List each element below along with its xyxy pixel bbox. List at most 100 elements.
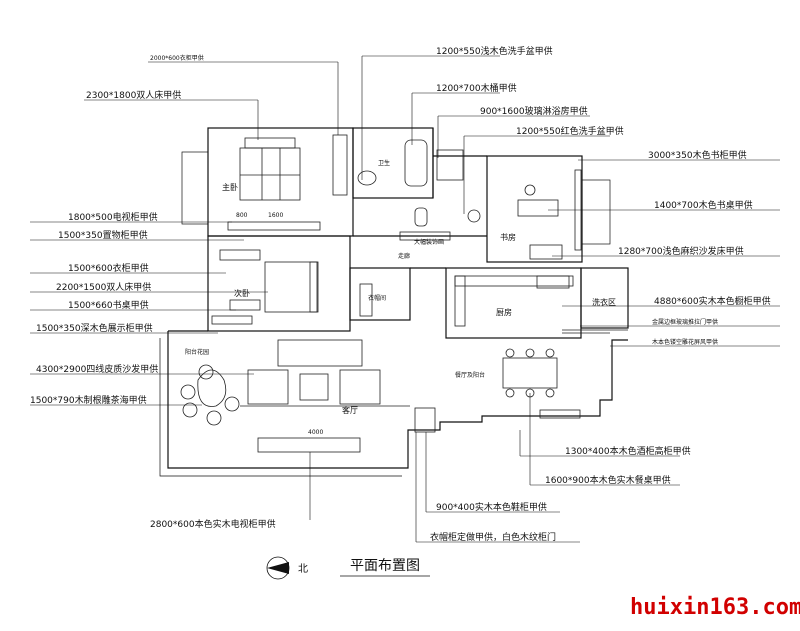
root-carving-tea-table <box>197 369 227 407</box>
toilet <box>357 170 377 186</box>
label-sofa-bed: 1280*700浅色麻织沙发床甲供 <box>618 245 744 257</box>
study-walls <box>486 155 583 263</box>
label-shower-room: 900*1600玻璃淋浴房甲供 <box>480 105 588 117</box>
decor-wall-label: 大幅装饰画 <box>414 238 444 246</box>
second-wardrobe <box>219 249 261 261</box>
study-chair <box>524 184 536 196</box>
stool-2 <box>182 402 198 418</box>
decor-wall-panel <box>399 231 451 241</box>
master-tv-cabinet <box>227 221 321 231</box>
stool-5 <box>198 364 214 380</box>
room-second-bedroom: 次卧 <box>234 288 250 298</box>
furniture <box>180 134 628 453</box>
label-display-cabinet: 1500*350深木色展示柜甲供 <box>36 322 153 334</box>
second-bed-headboard <box>309 261 319 313</box>
label-shoe-cabinet: 900*400实木本色鞋柜甲供 <box>436 501 547 513</box>
right-leader-lines <box>361 55 780 543</box>
dimension-bed: 1600 <box>268 212 283 219</box>
stool-4 <box>224 396 240 412</box>
room-master-bedroom: 主卧 <box>222 182 238 192</box>
label-wine-cabinet: 1300*400本木色酒柜高柜甲供 <box>565 445 691 457</box>
sofa-right <box>339 369 381 405</box>
label-kitchen-cabinet: 4880*600实木本色橱柜甲供 <box>654 295 771 307</box>
sofa-left <box>247 369 289 405</box>
hall-toilet <box>414 207 428 227</box>
kitchen-counter-top <box>454 275 574 287</box>
bathroom-walls <box>352 127 434 199</box>
room-living: 客厅 <box>342 405 358 415</box>
room-corridor: 走廊 <box>398 252 410 260</box>
room-bathroom: 卫生 <box>378 159 390 167</box>
laundry-walls <box>580 267 629 329</box>
dimension-small: 800 <box>236 212 248 219</box>
left-leader-lines <box>30 61 339 520</box>
label-wooden-tub: 1200*700木桶甲供 <box>436 82 517 94</box>
label-carved-screen: 木本色镂空雕花屏风甲供 <box>652 338 718 346</box>
stool-3 <box>206 410 222 426</box>
label-basin-red: 1200*550红色洗手盆甲供 <box>516 125 624 137</box>
room-laundry: 洗衣区 <box>592 297 616 307</box>
room-dining: 餐厅及阳台 <box>455 371 485 379</box>
label-tea-table: 1500*790木制根雕茶海甲供 <box>30 394 147 406</box>
plan-title: 平面布置图 <box>350 558 420 574</box>
second-bed <box>264 261 318 313</box>
balcony-outer-rail <box>159 338 402 477</box>
label-storage-cabinet: 1500*350置物柜甲供 <box>58 229 148 241</box>
master-bay-window <box>181 151 209 225</box>
master-wardrobe <box>332 134 348 196</box>
living-dining-outer-wall <box>167 331 628 469</box>
walls <box>159 127 629 477</box>
north-arrow-icon <box>267 562 289 574</box>
room-labels: 主卧 次卧 书房 厨房 洗衣区 客厅 餐厅及阳台 阳台花园 走廊 卫生 衣帽间 … <box>185 159 616 436</box>
bathtub <box>404 139 428 187</box>
wardrobe-unit <box>359 283 373 317</box>
label-basin-light: 1200*550浅木色洗手盆甲供 <box>436 45 553 57</box>
display-cabinet <box>211 315 253 325</box>
coffee-table <box>299 373 329 401</box>
label-sliding-door: 金属边框玻璃推拉门甲供 <box>652 318 718 326</box>
room-balcony-garden: 阳台花园 <box>185 348 209 356</box>
watermark: huixin163.com <box>630 595 800 620</box>
label-master-bed: 2300*1800双人床甲供 <box>86 89 181 101</box>
study-bay-window <box>581 179 611 245</box>
north-arrow: 北 <box>266 556 308 580</box>
left-labels: 2000*600衣柜甲供 2300*1800双人床甲供 1800*500电视柜甲… <box>30 54 276 530</box>
north-label: 北 <box>298 563 308 575</box>
label-wardrobe-master: 2000*600衣柜甲供 <box>150 54 204 62</box>
label-dining-table: 1600*900本木色实木餐桌甲供 <box>545 474 671 486</box>
label-custom-wardrobe: 衣帽柜定做甲供，白色木纹柜门 <box>430 531 556 543</box>
label-wardrobe-second: 1500*600衣柜甲供 <box>68 262 149 274</box>
room-wardrobe: 衣帽间 <box>368 294 386 302</box>
master-headboard <box>244 137 296 149</box>
master-bedroom-walls <box>207 127 354 237</box>
label-tv-cabinet-master: 1800*500电视柜甲供 <box>68 211 158 223</box>
study-sofa-bed <box>529 244 563 260</box>
label-desk-second: 1500*660书桌甲供 <box>68 299 149 311</box>
living-tv-cabinet <box>257 437 361 453</box>
dining-table <box>502 357 558 389</box>
master-bed <box>239 147 301 201</box>
kitchen-counter-left <box>454 275 466 327</box>
room-study: 书房 <box>500 232 516 242</box>
stool-1 <box>180 384 196 400</box>
kitchen-walls <box>445 267 582 339</box>
red-basin <box>467 209 481 223</box>
dimension-tv: 4000 <box>308 429 323 436</box>
right-labels: 1200*550浅木色洗手盆甲供 1200*700木桶甲供 900*1600玻璃… <box>430 45 771 543</box>
second-desk <box>229 299 261 311</box>
label-tv-cabinet-living: 2800*600本色实木电视柜甲供 <box>150 518 276 530</box>
wardrobe-room-walls <box>349 267 411 321</box>
kitchen-sink <box>536 275 570 289</box>
room-kitchen: 厨房 <box>496 307 512 317</box>
wine-cabinet <box>539 409 581 419</box>
living-sofa-back <box>277 339 363 367</box>
shoe-cabinet <box>414 407 436 433</box>
label-bookcase: 3000*350木色书柜甲供 <box>648 149 747 161</box>
shower <box>436 149 464 181</box>
label-study-desk: 1400*700木色书桌甲供 <box>654 199 753 211</box>
label-second-bed: 2200*1500双人床甲供 <box>56 281 151 293</box>
study-desk <box>517 199 559 217</box>
label-leather-sofa: 4300*2900四线皮质沙发甲供 <box>36 363 158 375</box>
